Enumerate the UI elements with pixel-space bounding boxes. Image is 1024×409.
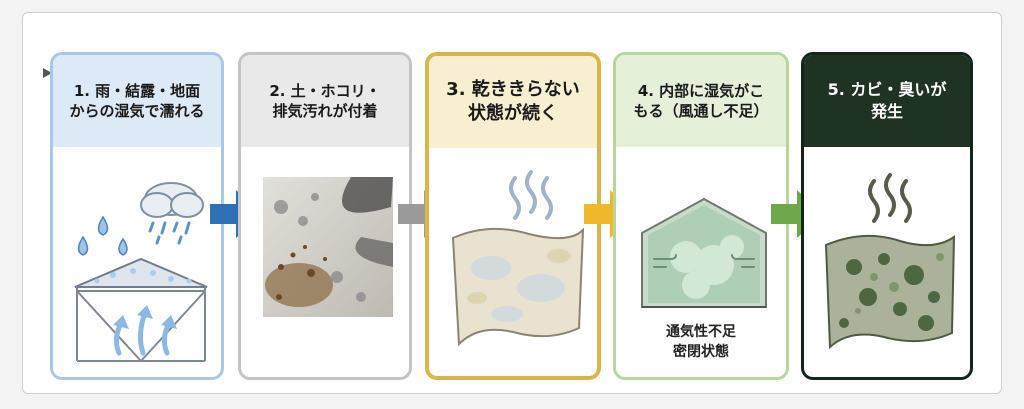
dirt-stain-icon xyxy=(263,177,393,317)
step-5-title: 5. カビ・臭いが 発生 xyxy=(804,55,970,147)
step-1-wet: 1. 雨・結露・地面 からの湿気で濡れる xyxy=(50,52,224,380)
step-4-caption: 通気性不足 密閉状態 xyxy=(616,323,786,362)
step-5-mold-odor: 5. カビ・臭いが 発生 xyxy=(801,52,973,380)
step-4-title: 4. 内部に湿気がこ もる（風通し不足） xyxy=(616,55,786,147)
step-2-title: 2. 土・ホコリ・ 排気汚れが付着 xyxy=(241,55,409,147)
cursor-pointer-icon xyxy=(43,68,52,78)
step-1-title: 1. 雨・結露・地面 からの湿気で濡れる xyxy=(53,55,221,147)
mold-cloth-icon xyxy=(824,173,956,350)
caption-line-ventilation: 通気性不足 xyxy=(666,324,736,340)
step-3-title: 3. 乾ききらない 状態が続く xyxy=(429,56,597,148)
damp-cloth-icon xyxy=(451,170,585,347)
step-3-not-dry: 3. 乾ききらない 状態が続く xyxy=(425,52,601,380)
closed-tent-icon xyxy=(641,197,767,308)
caption-line-sealed: 密閉状態 xyxy=(673,343,729,360)
step-4-humidity-trapped: 4. 内部に湿気がこ もる（風通し不足） 通気性不足 密閉状態 xyxy=(613,52,789,380)
rain-tent-icon xyxy=(74,182,208,362)
step-2-dirt: 2. 土・ホコリ・ 排気汚れが付着 xyxy=(238,52,412,380)
